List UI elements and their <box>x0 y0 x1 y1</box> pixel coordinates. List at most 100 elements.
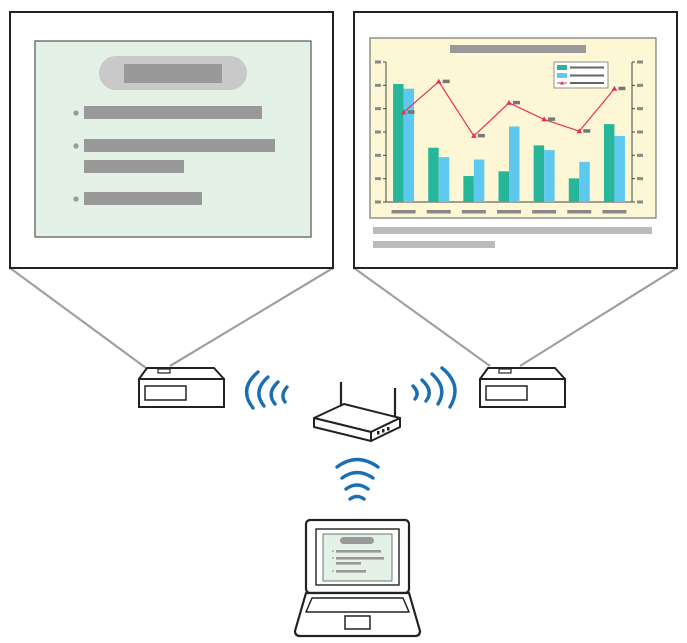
beam-right-inner <box>353 267 491 367</box>
chart-bar-series-1 <box>533 145 545 202</box>
router-port-3 <box>387 427 390 431</box>
projection-beams <box>9 267 678 369</box>
chart-x-tick-label <box>532 210 557 214</box>
chart-y-tick-label-left <box>375 130 381 134</box>
chart-line-marker <box>506 99 512 105</box>
wifi-waves-left-icon <box>244 370 289 410</box>
chart-y-tick-label-right <box>637 177 643 181</box>
chart-x-tick-label <box>567 210 592 214</box>
chart-data-label <box>583 129 591 133</box>
left-projector-top <box>138 367 225 380</box>
caption-line-2 <box>373 241 495 248</box>
chart-legend-text-3 <box>570 82 604 84</box>
chart-bar-series-2 <box>438 157 450 202</box>
wifi-waves-bottom-icon <box>335 457 380 501</box>
chart-y-tick-label-left <box>375 83 381 87</box>
chart-bar-series-2 <box>509 126 520 202</box>
bar-line-chart <box>375 60 643 214</box>
chart-bar-series-2 <box>579 161 590 202</box>
chart-y-tick-label-left <box>375 107 381 111</box>
chart-bar-series-1 <box>498 171 509 202</box>
laptop-bullet-1 <box>336 550 381 553</box>
laptop-bullet-2b <box>336 562 361 565</box>
laptop-bullet-3 <box>336 570 366 573</box>
chart-y-tick-label-right <box>637 107 643 111</box>
left-projection-screen <box>9 11 334 269</box>
chart-y-tick-label-left <box>375 177 381 181</box>
bullet-text-2a <box>84 139 275 152</box>
chart-title-placeholder <box>450 45 586 53</box>
chart-data-label <box>442 79 450 84</box>
chart-data-label <box>618 86 626 91</box>
chart-legend-swatch-1 <box>557 65 567 70</box>
right-projector-top <box>479 367 566 380</box>
chart-data-label <box>477 133 485 138</box>
chart-y-tick-label-right <box>637 83 643 87</box>
chart-line-marker <box>435 78 442 84</box>
bullet-text-2b <box>84 160 184 173</box>
chart-bar-series-1 <box>463 176 474 202</box>
chart-bar-series-1 <box>393 84 404 202</box>
left-projector-lens <box>157 368 171 374</box>
chart-line-marker <box>576 128 583 134</box>
router-port-2 <box>382 429 385 433</box>
bullet-dot-2 <box>73 143 79 149</box>
chart-y-tick-label-right <box>637 60 643 64</box>
router-port-1 <box>377 431 380 435</box>
chart-y-tick-label-right <box>637 200 643 204</box>
bullet-text-3 <box>84 192 202 205</box>
left-projector-icon <box>138 367 225 408</box>
chart-legend-text-1 <box>570 66 604 69</box>
chart-line-marker <box>611 85 618 91</box>
laptop-bullet-2a <box>336 557 384 560</box>
wifi-waves-right-icon <box>411 366 457 409</box>
bullet-dot-3 <box>73 196 79 202</box>
router-side <box>370 417 401 442</box>
chart-bar-series-1 <box>603 124 615 202</box>
chart-bar-series-2 <box>544 150 555 202</box>
beam-left-inner <box>169 267 334 367</box>
chart-bar-series-1 <box>428 147 439 202</box>
chart-y-tick-label-right <box>637 153 643 157</box>
laptop-touchpad <box>344 615 371 630</box>
right-projection-screen <box>353 11 678 269</box>
chart-y-tick-label-left <box>375 153 381 157</box>
chart-data-label <box>548 117 556 121</box>
chart-legend-marker-3 <box>560 81 564 85</box>
chart-line-marker <box>400 109 407 115</box>
right-projector-lens <box>498 368 512 374</box>
chart-bar-series-2 <box>403 88 415 202</box>
chart-legend-swatch-2 <box>557 73 567 78</box>
chart-bar-series-1 <box>568 178 580 202</box>
slide-title-placeholder <box>124 64 222 83</box>
chart-y-tick-label-right <box>637 130 643 134</box>
laptop-icon <box>293 518 422 638</box>
beam-left-outer <box>9 267 147 369</box>
chart-x-tick-label <box>602 210 627 214</box>
chart-line-marker <box>541 116 547 122</box>
beam-right-outer <box>519 267 678 367</box>
chart-bar-series-2 <box>614 135 625 202</box>
chart-x-tick-label <box>426 210 451 214</box>
right-projector-icon <box>479 367 566 408</box>
chart-x-tick-label <box>391 210 416 214</box>
chart-legend-text-2 <box>570 74 604 77</box>
left-projector-panel <box>144 385 187 401</box>
laptop-slide-title <box>340 537 374 544</box>
chart-data-label <box>513 100 520 105</box>
bullet-text-1 <box>84 106 262 119</box>
chart-data-label <box>407 110 415 114</box>
caption-line-1 <box>373 227 652 234</box>
chart-bar-series-2 <box>473 159 485 202</box>
bullet-dot-1 <box>73 110 79 116</box>
laptop-bullet-dot-2 <box>332 557 334 559</box>
wireless-router-icon <box>313 382 401 442</box>
chart-y-tick-label-left <box>375 200 381 204</box>
chart-x-tick-label <box>497 210 521 214</box>
right-projector-panel <box>485 385 528 401</box>
laptop-keyboard <box>305 597 410 613</box>
chart-y-tick-label-left <box>375 60 381 64</box>
chart-line-marker <box>471 132 477 138</box>
laptop-bullet-dot-1 <box>332 550 334 552</box>
